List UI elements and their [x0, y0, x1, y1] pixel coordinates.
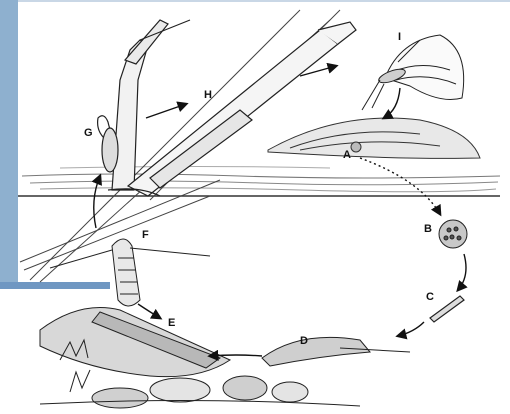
arrow-i-to-a [384, 88, 400, 118]
arrow-f-to-e [138, 304, 160, 318]
label-d: D [300, 335, 308, 347]
arrow-a-to-b [360, 158, 440, 214]
arrow-b-to-c [458, 254, 466, 290]
arrow-c-to-d [398, 322, 424, 336]
water-surface [18, 167, 500, 197]
egg-mass [439, 220, 467, 248]
label-g: G [84, 127, 93, 139]
label-f: F [142, 229, 149, 241]
arrow-f-to-g [94, 176, 100, 228]
arrow-d-to-e [210, 355, 262, 356]
arrow-g-to-h [146, 104, 186, 118]
young-larva [430, 296, 464, 322]
label-a: A [343, 149, 351, 161]
cycle-arrows [94, 66, 466, 356]
label-b: B [424, 223, 432, 235]
larval-case [262, 337, 410, 366]
adult-insect [362, 35, 464, 110]
swimming-pupa [50, 239, 210, 306]
shore-mound [268, 118, 480, 158]
label-e: E [168, 317, 175, 329]
label-i: I [398, 31, 401, 43]
label-h: H [204, 89, 212, 101]
label-c: C [426, 291, 434, 303]
